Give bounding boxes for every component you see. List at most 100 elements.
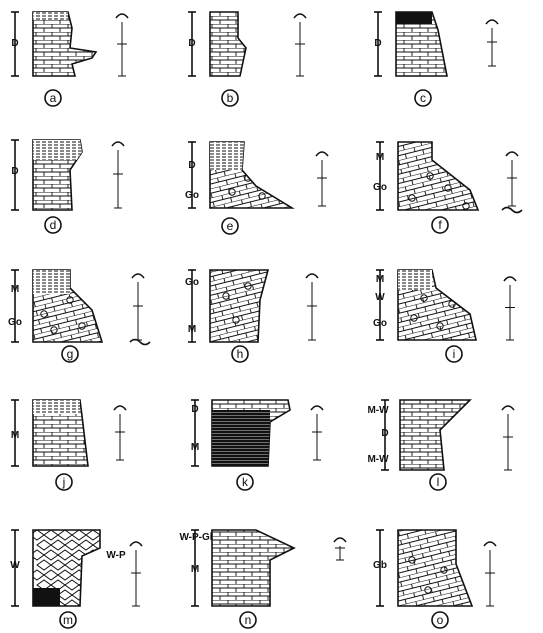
mesh-cell <box>72 590 86 600</box>
mesh-cell <box>65 600 79 610</box>
section-panel-m: m <box>11 530 142 628</box>
mesh-cell <box>100 570 114 580</box>
scale-label: M <box>376 274 384 285</box>
mesh-cell <box>65 580 79 590</box>
arch-structure-icon <box>112 142 124 146</box>
scale-label: M <box>11 430 19 441</box>
arch-structure-icon <box>486 20 498 24</box>
mesh-cell <box>79 600 93 610</box>
mesh-cell <box>51 540 65 550</box>
mesh-cell <box>44 550 58 560</box>
mesh-cell <box>86 530 100 540</box>
panel-letter: k <box>242 475 249 489</box>
arch-structure-icon <box>132 274 144 278</box>
arch-structure-icon <box>306 274 318 278</box>
scale-label: M-W <box>367 405 389 416</box>
panel-letter: c <box>420 91 426 105</box>
section-fill <box>30 530 121 610</box>
panel-letter: a <box>50 91 57 105</box>
panel-letter: i <box>453 347 456 361</box>
mesh-cell <box>72 570 86 580</box>
panel-letter: e <box>227 219 234 233</box>
arch-structure-icon <box>506 152 518 156</box>
side-label: W-P <box>106 550 126 561</box>
panel-letter: d <box>50 218 57 232</box>
dark-unit <box>212 410 270 466</box>
mesh-cell <box>107 600 121 610</box>
scale-label: D <box>11 166 18 177</box>
arch-structure-icon <box>484 542 496 546</box>
scale-label: M <box>188 324 196 335</box>
dark-unit <box>33 588 60 606</box>
scale-label: Go <box>8 317 22 328</box>
mesh-cell <box>30 570 44 580</box>
scale-label: M <box>191 564 199 575</box>
panel-letter: j <box>62 475 66 489</box>
mesh-cell <box>51 560 65 570</box>
scale-label: W <box>10 560 20 571</box>
laminated-unit <box>398 270 432 290</box>
scale-label: D <box>11 38 18 49</box>
scale-label: D <box>374 38 381 49</box>
panel-letter: h <box>237 347 244 361</box>
mesh-cell <box>100 590 114 600</box>
scale-label: M-W <box>367 454 389 465</box>
mesh-cell <box>86 590 100 600</box>
mesh-cell <box>93 580 107 590</box>
mesh-cell <box>58 570 72 580</box>
scale-label: Go <box>373 182 387 193</box>
panel-letter: o <box>437 613 444 627</box>
mesh-cell <box>30 550 44 560</box>
laminated-unit <box>210 142 244 170</box>
scale-label: Go <box>373 318 387 329</box>
scale-label: D <box>191 404 198 415</box>
mesh-cell <box>30 530 44 540</box>
dark-unit <box>396 12 432 24</box>
mesh-cell <box>65 560 79 570</box>
mesh-cell <box>65 540 79 550</box>
panel-letter: l <box>437 475 440 489</box>
arch-structure-icon <box>504 277 516 281</box>
arch-structure-icon <box>114 406 126 410</box>
unconformity-wave-icon <box>502 208 522 213</box>
mesh-cell <box>107 540 121 550</box>
mesh-cell <box>37 540 51 550</box>
mesh-cell <box>58 590 72 600</box>
arch-structure-icon <box>316 152 328 156</box>
side-label: W-P-Gl <box>179 532 212 543</box>
mesh-cell <box>100 530 114 540</box>
scale-label: M <box>376 152 384 163</box>
mesh-cell <box>86 570 100 580</box>
arch-structure-icon <box>311 406 323 410</box>
laminated-unit <box>33 140 82 160</box>
arch-structure-icon <box>294 14 306 18</box>
panel-letter: b <box>227 91 234 105</box>
scale-label: D <box>188 38 195 49</box>
scale-label: M <box>191 442 199 453</box>
arch-structure-icon <box>334 538 346 542</box>
scale-label: D <box>188 160 195 171</box>
mesh-cell <box>93 560 107 570</box>
panel-letter: g <box>67 347 74 361</box>
mesh-cell <box>58 530 72 540</box>
scale-label: M <box>11 284 19 295</box>
mesh-cell <box>44 530 58 540</box>
scale-label: Go <box>185 277 199 288</box>
panel-letter: m <box>63 613 73 627</box>
scale-label: D <box>381 428 388 439</box>
scale-label: Gb <box>373 560 387 571</box>
mesh-cell <box>79 540 93 550</box>
mesh-cell <box>72 530 86 540</box>
panel-letter: f <box>438 218 442 232</box>
scale-label: Go <box>185 190 199 201</box>
arch-structure-icon <box>502 406 514 410</box>
laminated-unit <box>33 12 68 20</box>
mesh-cell <box>58 550 72 560</box>
mesh-cell <box>107 580 121 590</box>
arch-structure-icon <box>116 14 128 18</box>
laminated-unit <box>33 270 70 294</box>
mesh-cell <box>93 600 107 610</box>
mesh-cell <box>44 570 58 580</box>
